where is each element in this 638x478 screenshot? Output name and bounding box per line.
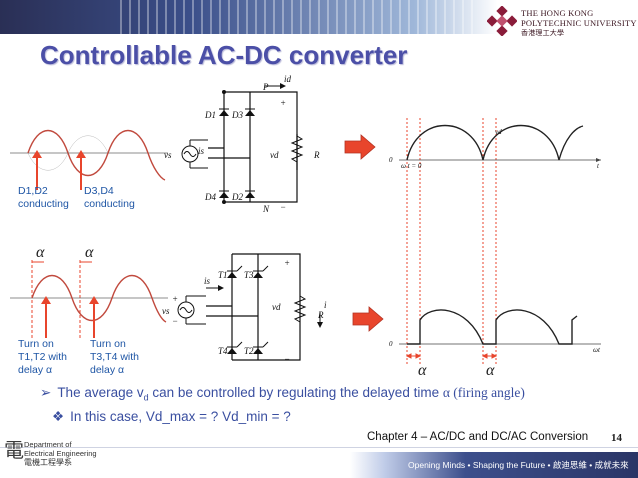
alpha-label-right-1: α xyxy=(418,362,427,379)
footer-divider xyxy=(0,447,638,448)
polyu-emblem-icon xyxy=(487,6,517,36)
bullet-text-b: can be controlled by regulating the dela… xyxy=(148,385,443,400)
input-sine-plot-top xyxy=(10,129,168,190)
department-name-cn: 電機工程學系 xyxy=(24,458,72,467)
output-voltage-plot: 0 ω t = 0 t vd 0 ωt xyxy=(389,118,601,366)
department-logo: 電 Department of Electrical Engineering 電… xyxy=(4,432,114,476)
department-emblem-icon: 電 xyxy=(4,438,24,462)
n-node-label: N xyxy=(262,204,270,214)
page-number: 14 xyxy=(611,432,622,444)
minus-sign: − xyxy=(280,202,286,212)
i-label: i xyxy=(324,300,327,310)
t-axis-label: t xyxy=(597,162,600,170)
d1-label: D1 xyxy=(204,110,216,120)
r-label: R xyxy=(313,150,320,160)
t1-label: T1 xyxy=(218,270,228,280)
turn-on-t1-t2-label: Turn on T1,T2 with delay α xyxy=(18,338,68,376)
banner-pattern xyxy=(120,0,480,34)
university-logo: The Hong Kong Polytechnic University 香港理… xyxy=(487,4,637,40)
t3-label: T3 xyxy=(244,270,254,280)
university-name-cn: 香港理工大學 xyxy=(521,29,565,37)
slogan-text: Opening Minds • Shaping the Future • 啟迪思… xyxy=(408,460,629,470)
vd-top-label: vd xyxy=(495,128,502,136)
chapter-footer: Chapter 4 – AC/DC and DC/AC Conversion xyxy=(367,431,589,443)
right-arrow-icon-bottom xyxy=(352,306,384,332)
university-name-line1: The Hong Kong xyxy=(521,8,594,18)
bullet-question: ❖ In this case, Vd_max = ? Vd_min = ? xyxy=(52,409,291,425)
vs-label-bottom: vs xyxy=(162,306,170,316)
bullet-question-text: In this case, Vd_max = ? Vd_min = ? xyxy=(70,409,291,424)
id-label: id xyxy=(284,74,292,84)
d1-d2-conducting-label: D1,D2 conducting xyxy=(18,185,69,210)
plus-sign-bottom: + xyxy=(284,258,290,268)
is-label: is xyxy=(198,146,205,156)
source-minus-sign: − xyxy=(172,316,178,326)
alpha-label-1: α xyxy=(36,244,45,261)
minus-sign-bottom: − xyxy=(284,354,290,364)
source-plus-sign: + xyxy=(172,294,178,304)
p-node-label: P xyxy=(262,82,269,92)
d3-label: D3 xyxy=(231,110,243,120)
vd-label-bottom: vd xyxy=(272,302,281,312)
bullet-text-a: The average v xyxy=(57,385,144,400)
department-name: Department of Electrical Engineering 電機工… xyxy=(24,440,97,467)
vs-label: vs xyxy=(164,150,172,160)
arrow-bullet-icon: ➢ xyxy=(40,385,52,400)
diamond-bullet-icon: ❖ xyxy=(52,409,65,424)
d3-d4-conducting-label: D3,D4 conducting xyxy=(84,185,135,210)
plus-sign: + xyxy=(280,98,286,108)
zero-label-bottom: 0 xyxy=(389,340,393,348)
slogan-banner: Opening Minds • Shaping the Future • 啟迪思… xyxy=(350,452,638,478)
thyristor-bridge-circuit: T1 T3 T4 T2 vs is vd R i + − + − xyxy=(162,253,327,364)
wt-zero-label: ω t = 0 xyxy=(401,162,422,170)
bullet-average-vd: ➢ The average vd can be controlled by reg… xyxy=(40,385,525,403)
t4-label: T4 xyxy=(218,346,228,356)
input-sine-plot-bottom xyxy=(10,260,168,338)
vd-label: vd xyxy=(270,150,279,160)
header-banner xyxy=(0,0,638,34)
t2-label: T2 xyxy=(244,346,254,356)
bullet-text-c: α (firing angle) xyxy=(442,385,525,400)
bullet-subscript: d xyxy=(143,392,149,403)
d2-label: D2 xyxy=(231,192,243,202)
r-label-bottom: R xyxy=(317,310,324,320)
slide-title: Controllable AC-DC converter xyxy=(40,40,408,70)
d4-label: D4 xyxy=(204,192,216,202)
department-name-en: Department of Electrical Engineering xyxy=(24,440,97,458)
right-arrow-icon xyxy=(344,134,376,160)
alpha-label-right-2: α xyxy=(486,362,495,379)
is-label-bottom: is xyxy=(204,276,211,286)
university-name-line2: Polytechnic University xyxy=(521,18,637,28)
university-name: The Hong Kong Polytechnic University 香港理… xyxy=(521,8,637,38)
diode-bridge-circuit: P N id D1 D3 D4 D2 vs is vd R + − xyxy=(164,74,320,214)
wt-axis-label: ωt xyxy=(593,346,601,354)
zero-label-top: 0 xyxy=(389,156,393,164)
alpha-label-2: α xyxy=(85,244,94,261)
turn-on-t3-t4-label: Turn on T3,T4 with delay α xyxy=(90,338,140,376)
